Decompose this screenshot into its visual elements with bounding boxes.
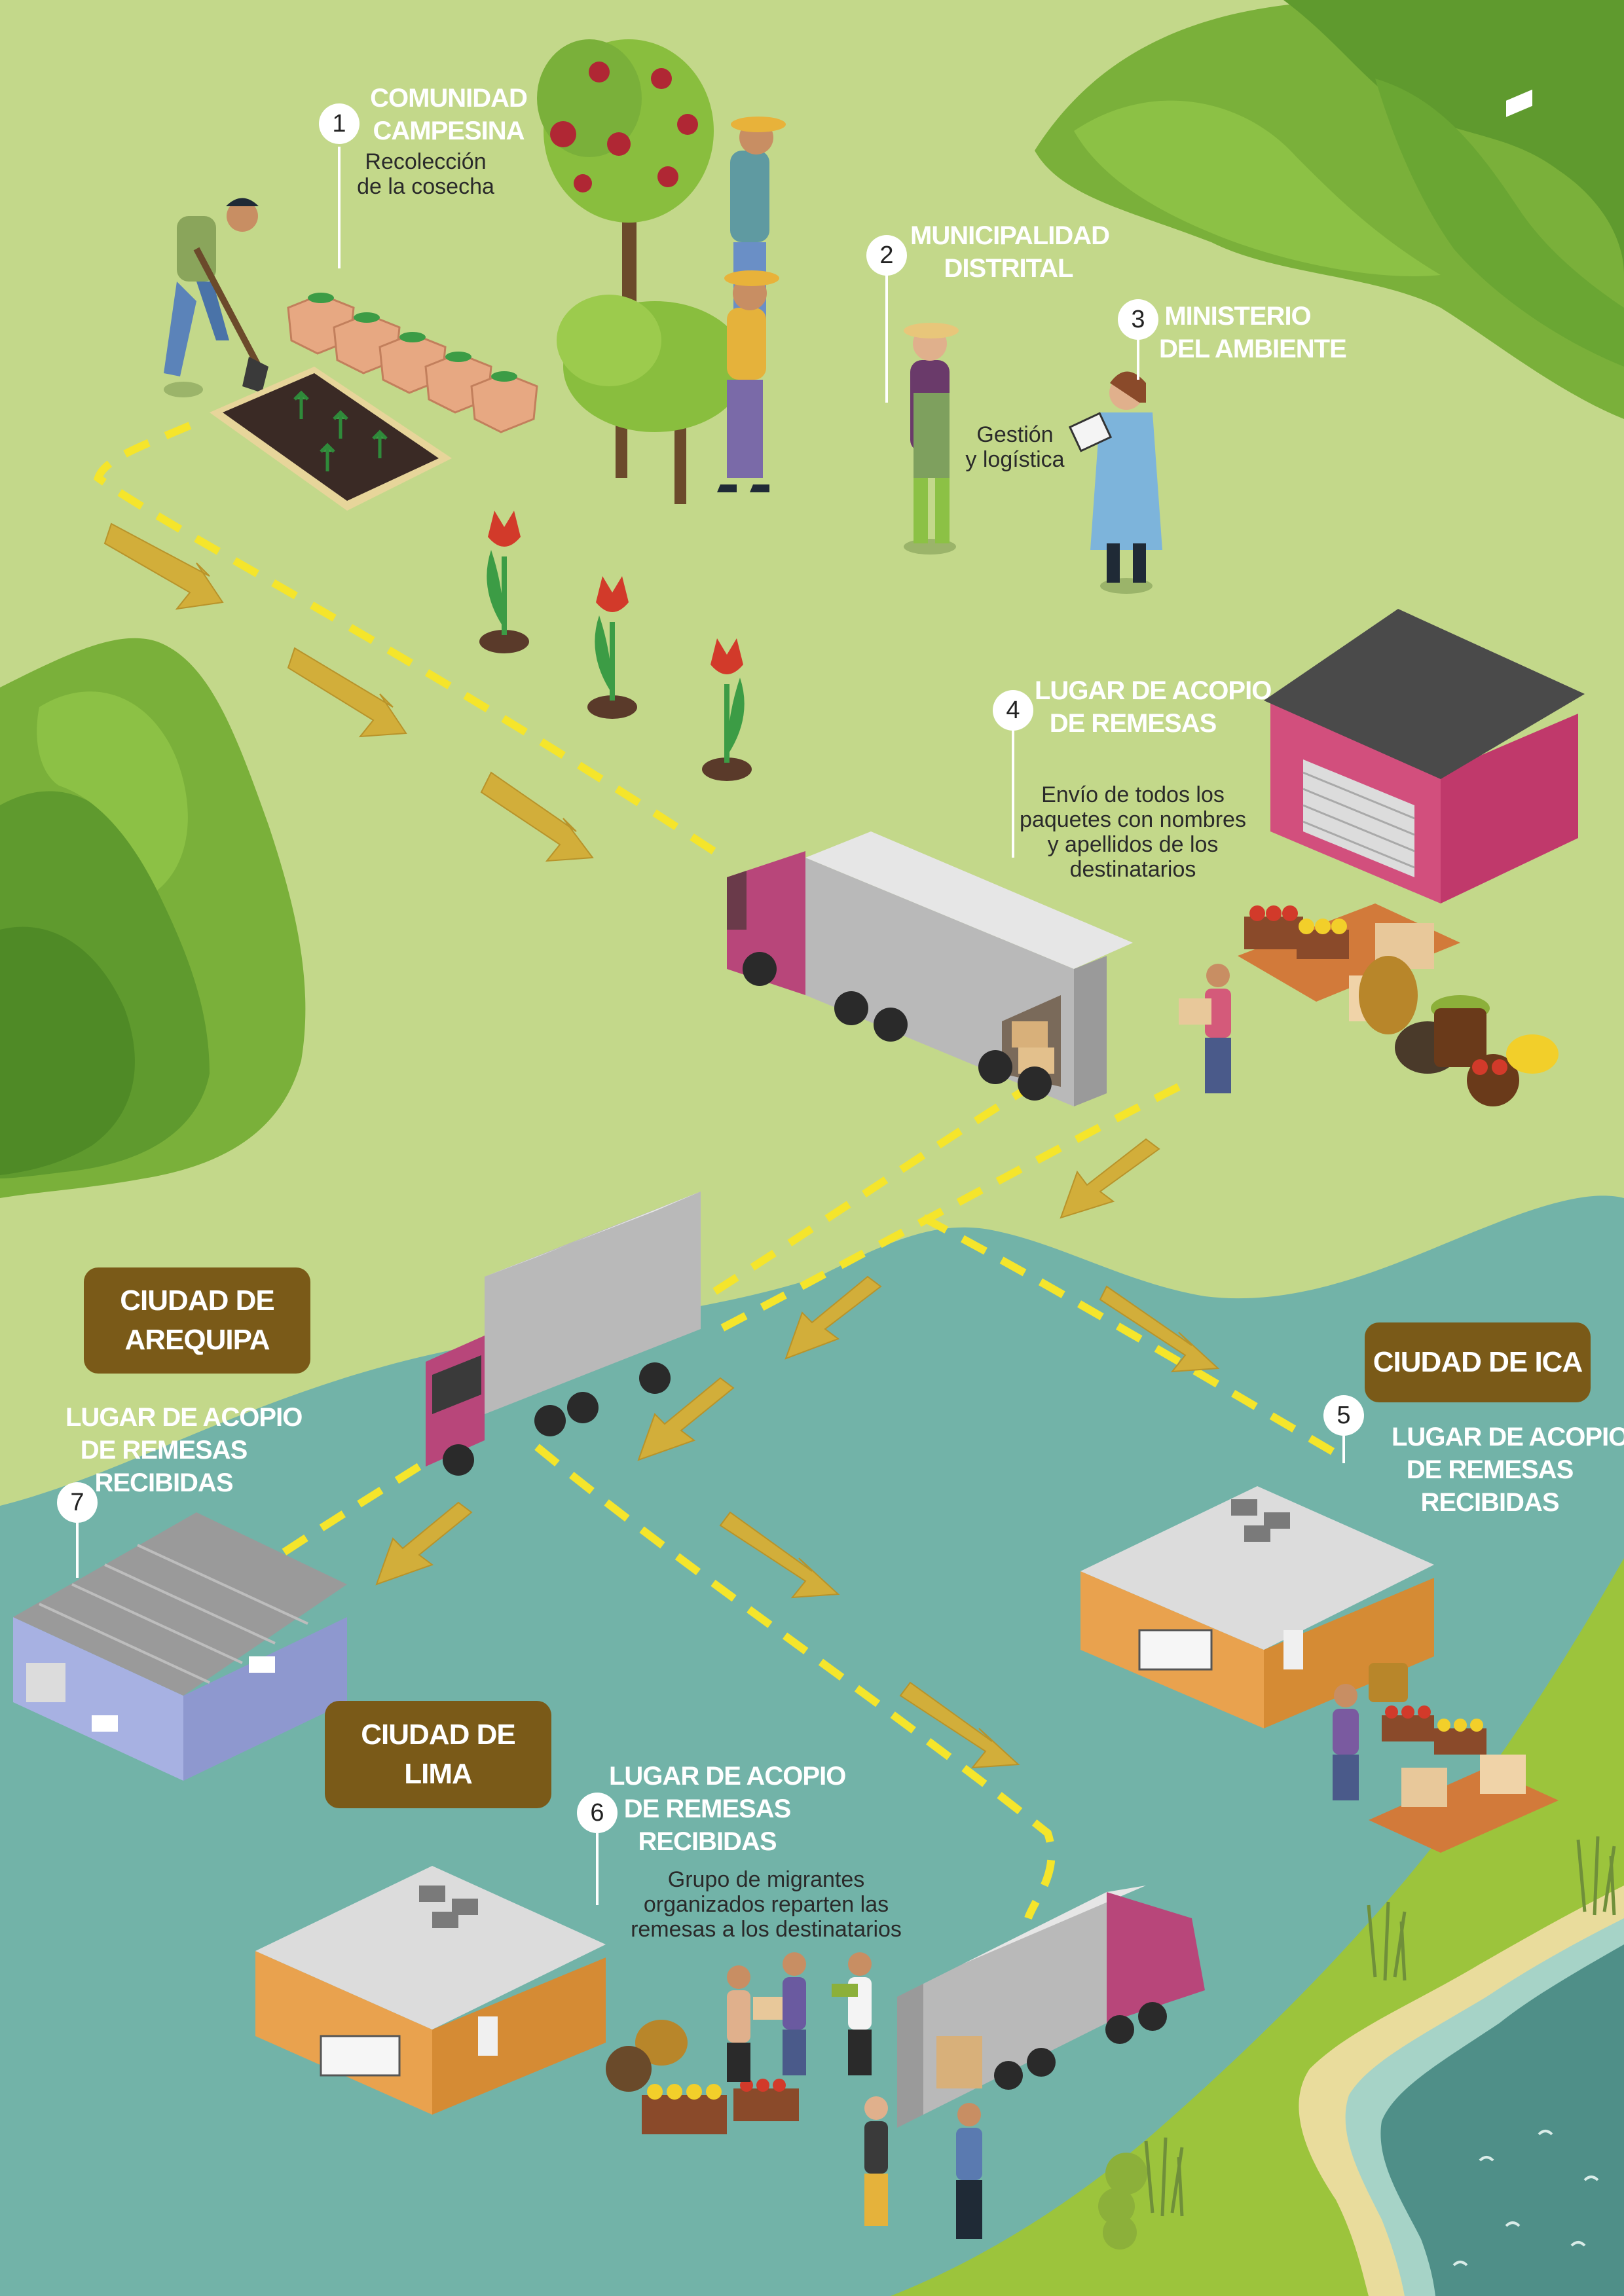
step-5-title: LUGAR DE ACOPIO DE REMESAS RECIBIDAS [1392,1421,1624,1519]
step-1-title-line2: CAMPESINA [373,117,525,145]
step-4-desc-line2: paquetes con nombres [1020,807,1246,832]
step-7-title-line2: DE REMESAS [80,1436,248,1465]
step-6-title-line2: DE REMESAS [623,1795,792,1823]
sea-waves [1452,2130,1599,2267]
warehouse-icon [13,1512,347,1781]
tulip-icon [479,511,529,653]
city-arequipa-line2: AREQUIPA [124,1324,270,1356]
worker-icon [1068,371,1162,594]
step-1-title: COMUNIDAD CAMPESINA [367,82,530,147]
step-6-title-line1: LUGAR DE ACOPIO [609,1762,846,1791]
step-4-desc-line1: Envío de todos los [1041,782,1225,807]
step-4-description: Envío de todos los paquetes con nombres … [1008,782,1257,882]
step-4-number: 4 [993,690,1033,731]
callout-leader-lines [76,147,1345,1905]
seedling-planter-icon [210,293,538,511]
step-4-title-line2: DE REMESAS [1049,709,1217,738]
worker-icon [904,323,959,555]
step-1-title-line1: COMUNIDAD [370,84,528,113]
step-5-title-line2: DE REMESAS [1406,1455,1574,1484]
step-3-title: MINISTERIO DEL AMBIENTE [1159,300,1347,365]
step-5-number: 5 [1323,1395,1364,1436]
step-6-desc-line3: remesas a los destinatarios [631,1917,902,1942]
person-carrying-box-icon [1179,964,1231,1093]
step-4-desc-line4: destinatarios [1069,857,1196,882]
city-ica-line1: CIUDAD DE ICA [1373,1346,1583,1378]
step-6-description: Grupo de migrantes organizados reparten … [619,1867,913,1942]
step-1-desc-line1: Recolección [365,149,487,174]
worker-icon [727,1952,872,2082]
step-2-number: 2 [866,235,907,276]
city-arequipa-line1: CIUDAD DE [120,1285,274,1317]
step-2-title-line2: DISTRITAL [944,254,1074,283]
direction-arrows [103,522,1220,1769]
city-lima-line2: LIMA [404,1758,473,1790]
step-5-title-line3: RECIBIDAS [1420,1488,1559,1517]
step-7-title-line1: LUGAR DE ACOPIO [65,1403,303,1432]
truck-icon [897,1886,1205,2128]
city-ica-box: CIUDAD DE ICA [1365,1322,1591,1402]
step-3-title-line1: MINISTERIO [1164,302,1311,331]
step-3-title-line2: DEL AMBIENTE [1159,335,1347,363]
produce-crates-icon [1238,903,1559,1106]
step-7-title-line3: RECIBIDAS [94,1468,233,1497]
step-5-title-line1: LUGAR DE ACOPIO [1392,1423,1624,1451]
warehouse-icon [1080,1486,1434,1728]
worker-icon [717,117,786,492]
step-3-number: 3 [1118,299,1158,340]
warehouse-icon [1264,89,1585,903]
city-lima-box: CIUDAD DE LIMA [325,1701,551,1808]
farmer-icon [164,198,268,397]
sea [1380,1944,1624,2296]
step-2-desc-line1: Gestión [976,422,1054,447]
bush-icon [1098,2153,1147,2250]
produce-crates-icon [1369,1663,1559,1853]
step-6-desc-line2: organizados reparten las [643,1892,889,1917]
city-arequipa-box: CIUDAD DE AREQUIPA [84,1267,310,1374]
step-6-desc-line1: Grupo de migrantes [667,1867,865,1892]
tulip-icon [702,638,752,781]
step-6-number: 6 [577,1793,618,1833]
step-6-title: LUGAR DE ACOPIO DE REMESAS RECIBIDAS [609,1760,846,1858]
step-7-title: LUGAR DE ACOPIO DE REMESAS RECIBIDAS [65,1401,303,1499]
step-4-title: LUGAR DE ACOPIO DE REMESAS [1035,674,1272,740]
step-2-desc-line2: y logística [965,447,1065,472]
step-1-desc-line2: de la cosecha [357,174,494,199]
step-2-title: MUNICIPALIDAD DISTRITAL [910,219,1110,285]
step-1-description: Recolección de la cosecha [347,149,504,199]
step-7-number: 7 [57,1482,98,1523]
step-2-title-line1: MUNICIPALIDAD [910,221,1110,250]
tulip-icon [587,576,637,719]
worker-icon [864,2096,982,2239]
bush-tree-icon [557,295,747,504]
city-lima-line1: CIUDAD DE [361,1719,515,1751]
step-4-title-line1: LUGAR DE ACOPIO [1035,676,1272,705]
truck-icon [426,1192,701,1476]
step-1-number: 1 [319,103,360,144]
step-6-title-line3: RECIBIDAS [638,1827,777,1856]
hills-left [0,638,306,1198]
reeds-icon [1144,1836,1616,2217]
step-4-desc-line3: y apellidos de los [1047,832,1219,857]
truck-icon [727,831,1133,1106]
produce-crates-icon [606,2020,799,2134]
warehouse-icon [255,1866,606,2115]
step-2-description: Gestión y logística [956,422,1074,472]
person-carrying-box-icon [1333,1684,1359,1800]
hills-top-right [1035,0,1624,419]
